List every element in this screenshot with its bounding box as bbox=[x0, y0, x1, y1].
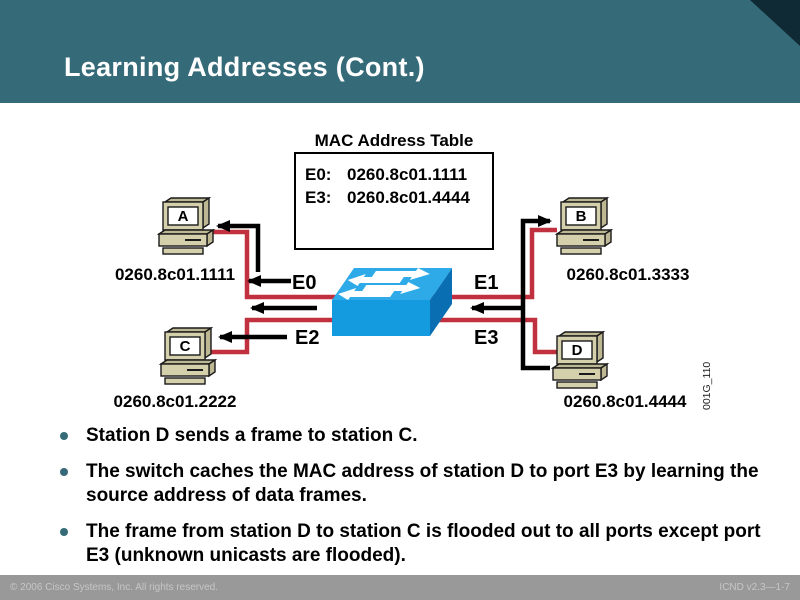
slide-id: ICND v2.3—1-7 bbox=[719, 582, 790, 593]
station-c-mac: 0260.8c01.2222 bbox=[114, 392, 237, 411]
mac-table-title: MAC Address Table bbox=[315, 131, 474, 150]
bullet-dot-icon bbox=[60, 528, 68, 536]
list-item: The frame from station D to station C is… bbox=[56, 520, 766, 568]
station-d-icon: D bbox=[550, 330, 610, 389]
switch-icon bbox=[332, 268, 452, 336]
title-bar: Learning Addresses (Cont.) bbox=[0, 0, 800, 103]
bullet-text: The switch caches the MAC address of sta… bbox=[86, 461, 759, 506]
station-b-icon: B bbox=[554, 196, 614, 255]
station-b-label: B bbox=[576, 208, 587, 225]
mac-table-row: E0:0260.8c01.1111 bbox=[305, 165, 467, 184]
port-e1-label: E1 bbox=[474, 272, 498, 294]
bullet-dot-icon bbox=[60, 432, 68, 440]
bullet-text: Station D sends a frame to station C. bbox=[86, 425, 418, 446]
station-a-label: A bbox=[178, 208, 189, 225]
footer-bar: © 2006 Cisco Systems, Inc. All rights re… bbox=[0, 575, 800, 600]
station-c-label: C bbox=[180, 338, 191, 355]
mac-table-row: E3:0260.8c01.4444 bbox=[305, 188, 470, 207]
port-e2-label: E2 bbox=[295, 327, 319, 349]
list-item: The switch caches the MAC address of sta… bbox=[56, 460, 766, 508]
port-e3-label: E3 bbox=[474, 327, 498, 349]
bullet-dot-icon bbox=[60, 468, 68, 476]
corner-fold-decoration bbox=[750, 0, 800, 46]
copyright-text: © 2006 Cisco Systems, Inc. All rights re… bbox=[10, 582, 219, 593]
station-a-mac: 0260.8c01.1111 bbox=[115, 265, 235, 284]
port-e0-label: E0 bbox=[292, 272, 316, 294]
switch-arrows-icon bbox=[338, 268, 430, 300]
station-d-mac: 0260.8c01.4444 bbox=[564, 392, 687, 411]
frame-arrow-d-to-b bbox=[520, 215, 552, 371]
station-d-label: D bbox=[572, 342, 583, 359]
station-c-icon: C bbox=[158, 326, 218, 385]
bullet-list: Station D sends a frame to station C. Th… bbox=[56, 424, 766, 580]
figure-id: 001G_110 bbox=[701, 362, 713, 410]
station-b-mac: 0260.8c01.3333 bbox=[567, 265, 690, 284]
list-item: Station D sends a frame to station C. bbox=[56, 424, 766, 448]
page-title: Learning Addresses (Cont.) bbox=[64, 52, 425, 82]
mac-table-box bbox=[294, 152, 494, 250]
station-a-icon: A bbox=[156, 196, 216, 255]
flood-arrow-to-a bbox=[216, 220, 261, 272]
network-diagram: A B C bbox=[114, 131, 713, 411]
bullet-text: The frame from station D to station C is… bbox=[86, 521, 761, 566]
